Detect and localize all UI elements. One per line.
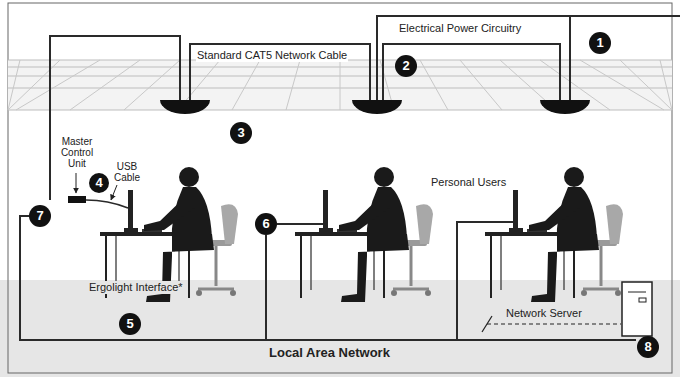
part-label: Ergolight Interface*	[88, 281, 184, 294]
part-label: Network Server	[505, 307, 583, 320]
callout-number: 6	[255, 213, 277, 235]
callout-number: 4	[89, 173, 109, 193]
callout-number: 2	[395, 55, 417, 77]
callout-number: 3	[230, 122, 252, 144]
callout-number: 7	[29, 205, 51, 227]
wire-label: Standard CAT5 Network Cable	[196, 49, 348, 62]
network-label: Local Area Network	[268, 345, 391, 360]
callout-number: 1	[589, 32, 611, 54]
wire-label: Electrical Power Circuitry	[398, 22, 522, 35]
part-label: Master Control Unit	[55, 136, 99, 169]
callout-number: 8	[637, 336, 659, 358]
part-label: USB Cable	[110, 161, 144, 183]
callout-number: 5	[119, 313, 141, 335]
group-label: Personal Users	[430, 176, 507, 189]
